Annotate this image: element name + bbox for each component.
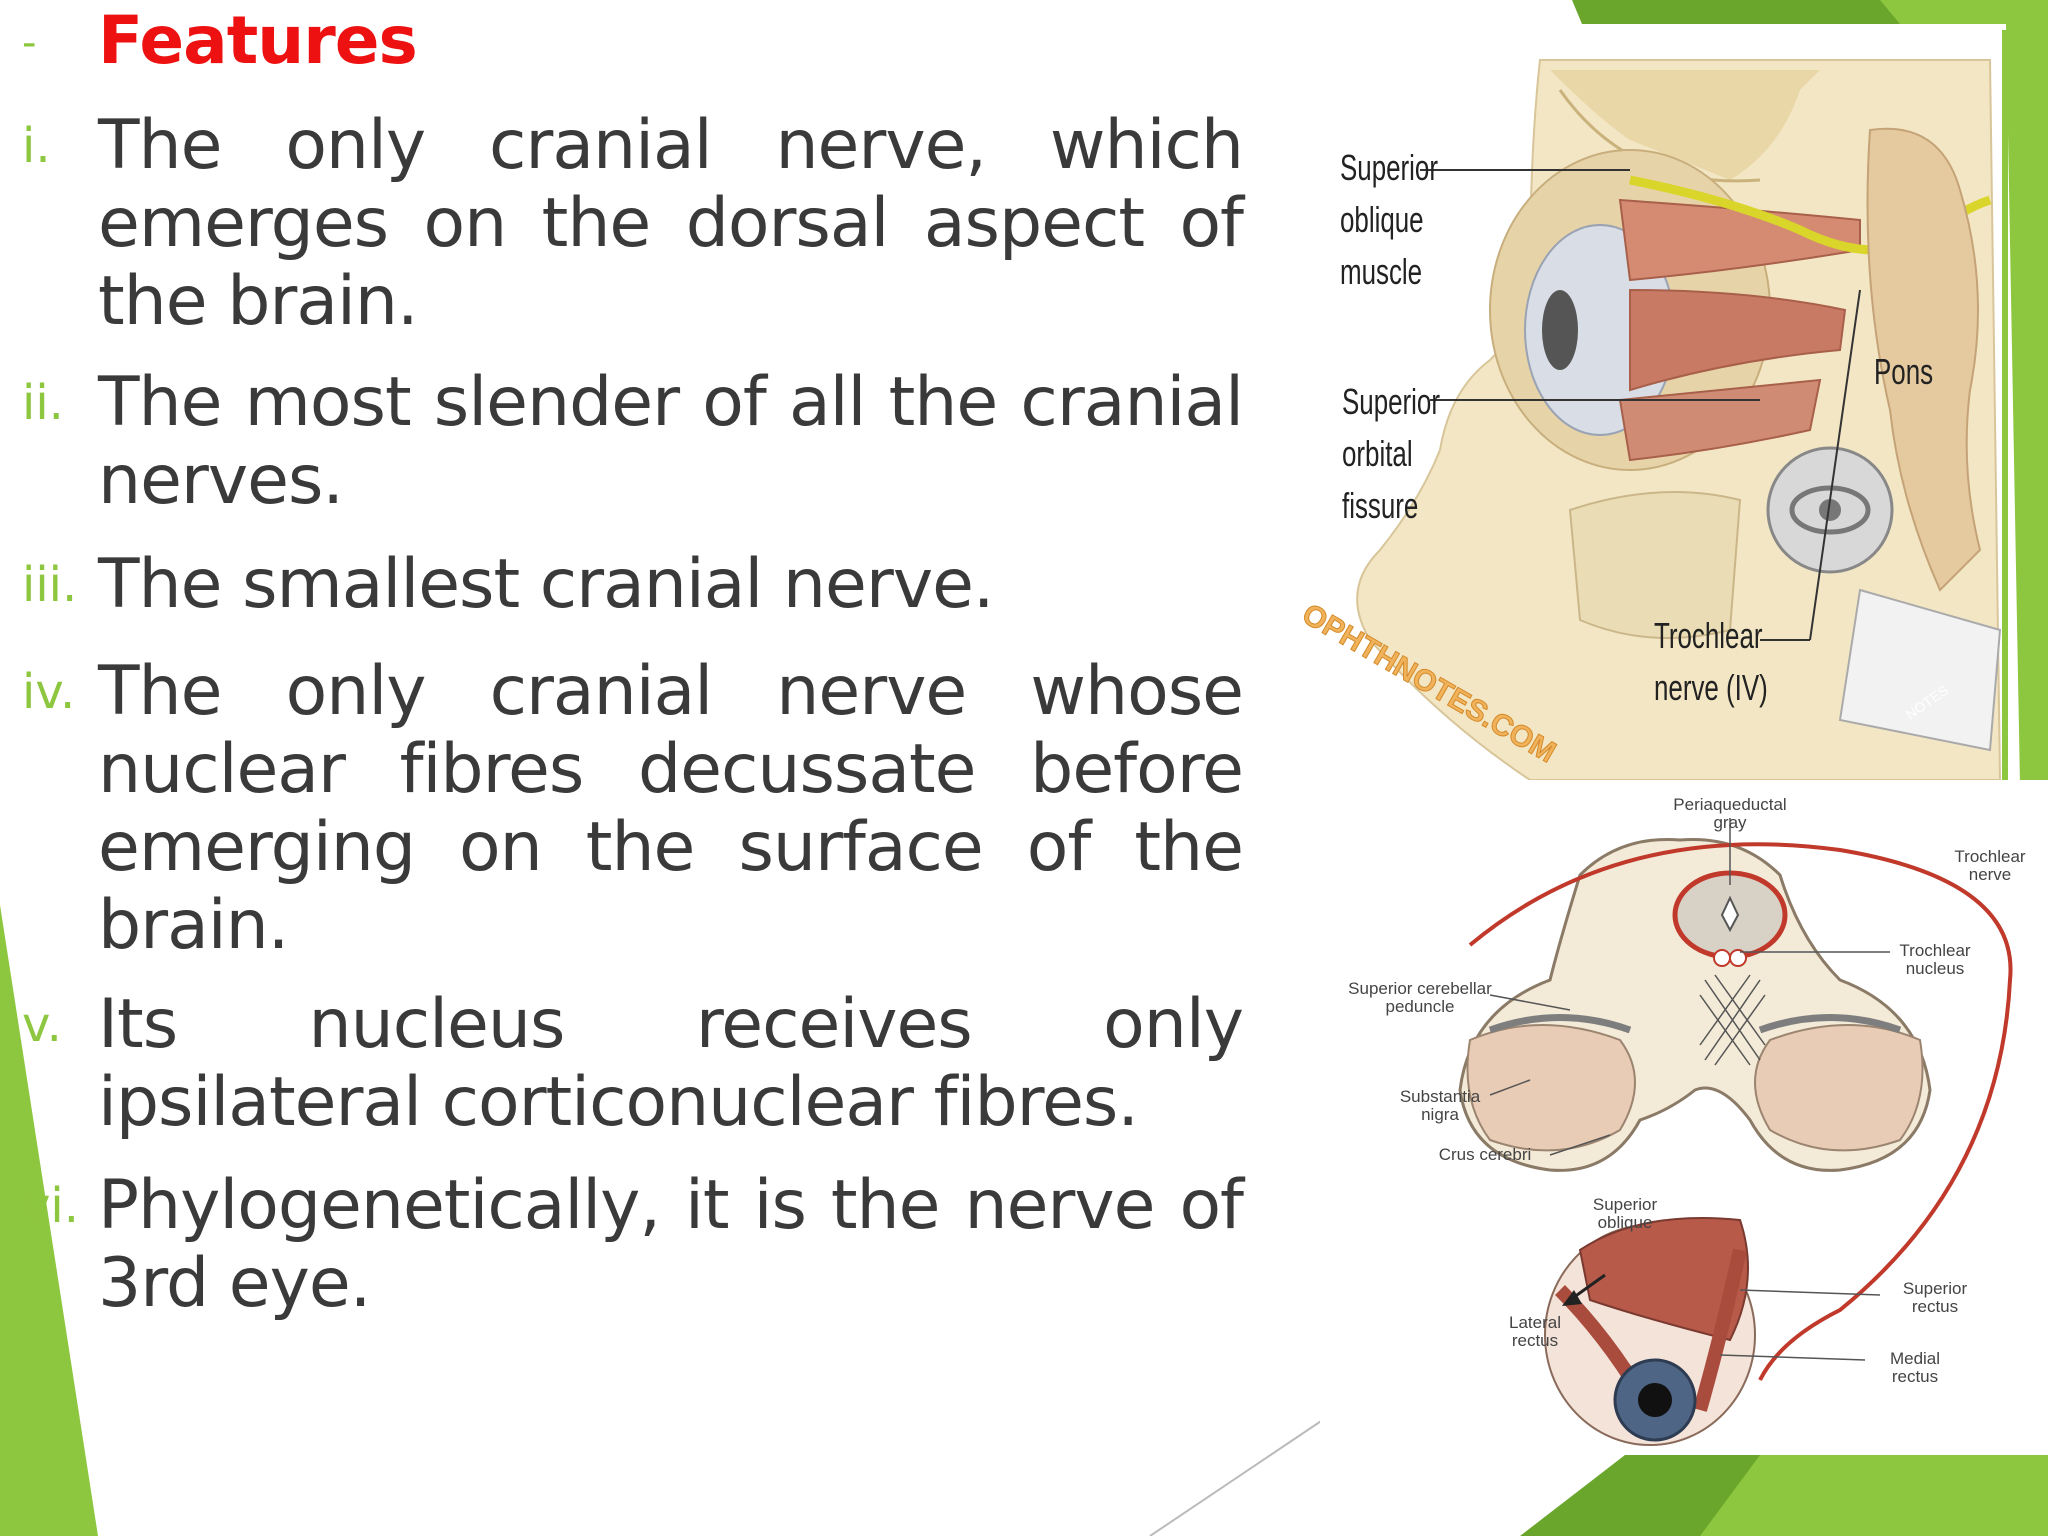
- pointer-line: [1489, 1079, 1531, 1096]
- page-title: Features: [98, 2, 418, 79]
- list-item-text: The only cranial nerve, which emerges on…: [98, 106, 1244, 341]
- midbrain-section-illustration: [1320, 780, 2048, 1455]
- list-marker: vi.: [22, 1178, 79, 1234]
- pointer-line: [1489, 994, 1571, 1011]
- midbrain-section-figure: Periaqueductal gray Trochlear nerve Troc…: [1320, 780, 2048, 1455]
- label-crus-cerebri: Crus cerebri: [1438, 1145, 1532, 1164]
- label-superior-oblique: Superior oblique: [1592, 1195, 1658, 1232]
- notes-book-icon: [1838, 588, 2002, 752]
- label-trochlear-nucleus: Trochlear nucleus: [1899, 941, 1971, 978]
- decussation-hatch: [1699, 974, 1766, 1066]
- list-item-text: The most slender of all the cranial nerv…: [98, 363, 1244, 520]
- label-pons: Pons: [1874, 351, 1934, 392]
- diagonal-line: [1149, 1404, 1346, 1536]
- pointer-line: [1549, 1134, 1611, 1156]
- label-periaqueductal-gray: Periaqueductal gray: [1673, 795, 1787, 832]
- list-marker: v.: [22, 997, 62, 1053]
- frontal-bone: [1550, 70, 1820, 180]
- crus-cerebri-left: [1466, 1024, 1636, 1152]
- list-item-text: The only cranial nerve whose nuclear fib…: [98, 652, 1244, 965]
- extraocular-muscles: [1578, 1217, 1749, 1342]
- list-item-text: Phylogenetically, it is the nerve of 3rd…: [98, 1166, 1244, 1323]
- right-green-strip: [2006, 0, 2048, 785]
- list-marker: i.: [22, 118, 51, 174]
- pons-illustration: [1866, 127, 1982, 592]
- left-green-triangle: [0, 905, 98, 1536]
- trochlear-anatomy-figure: OPHTHNOTES.COM NOTES Superior oblique mu…: [1296, 30, 2008, 781]
- list-marker: ii.: [22, 375, 64, 431]
- trochlear-nerve-arc: [1468, 842, 2013, 1381]
- list-marker: iii.: [22, 557, 78, 613]
- label-trochlear-nerve-iv: Trochlear nerve (IV): [1654, 615, 1768, 709]
- trochlear-anatomy-illustration: OPHTHNOTES.COM NOTES: [1296, 30, 2008, 781]
- pointer-line: [1719, 1354, 1866, 1361]
- list-item-text: Its nucleus receives only ipsilateral co…: [98, 985, 1244, 1142]
- bottom-right-green-accent: [1700, 1455, 2048, 1536]
- label-medial-rectus: Medial rectus: [1889, 1349, 1941, 1386]
- label-lateral-rectus: Lateral rectus: [1509, 1313, 1561, 1350]
- rectus-muscle: [1629, 288, 1847, 392]
- crus-cerebri-right: [1754, 1024, 1924, 1152]
- top-right-green-accent: [1880, 0, 2048, 24]
- label-superior-rectus: Superior rectus: [1902, 1279, 1968, 1316]
- label-superior-orbital-fissure: Superior orbital fissure: [1342, 381, 1440, 527]
- pointer-line: [1739, 1289, 1881, 1296]
- label-substantia-nigra: Substantia nigra: [1399, 1087, 1481, 1124]
- label-superior-oblique-muscle: Superior oblique muscle: [1340, 147, 1438, 293]
- label-trochlear-nerve: Trochlear nerve: [1954, 847, 2026, 884]
- trochlear-nucleus-marker: [1713, 949, 1731, 967]
- list-marker: iv.: [22, 664, 76, 720]
- label-superior-cerebellar-peduncle: Superior cerebellar peduncle: [1348, 979, 1492, 1016]
- list-item-text: The smallest cranial nerve.: [98, 545, 995, 624]
- heading-dash: -: [22, 20, 37, 66]
